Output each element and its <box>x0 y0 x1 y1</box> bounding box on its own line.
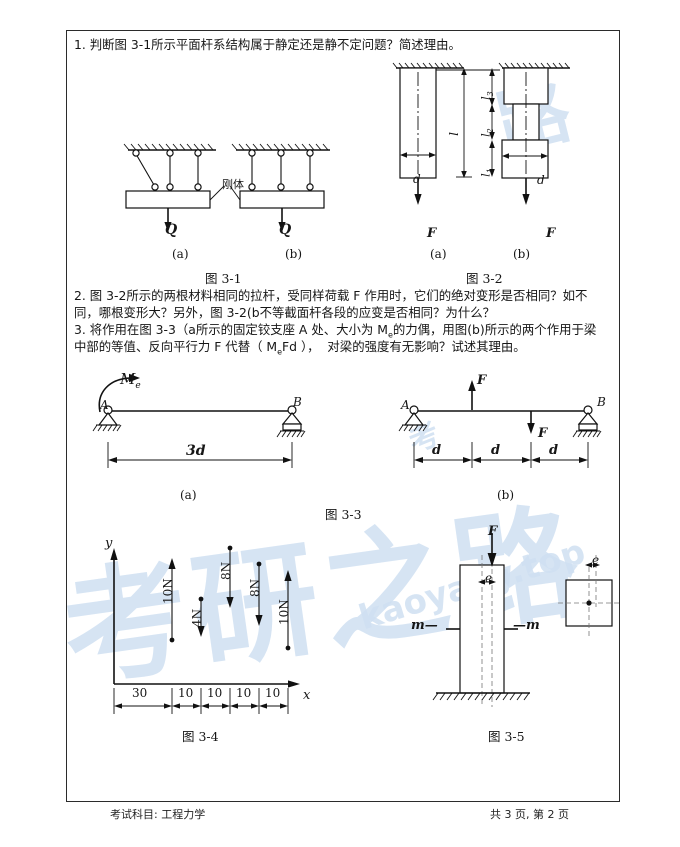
figure-3-5-section-eccentricity-label: e <box>592 553 600 567</box>
figure-3-4-x-axis-label: x <box>303 688 311 703</box>
figure-3-2-length-label: l <box>446 132 461 136</box>
question-2-line-1: 2. 图 3-2所示的两根材料相同的拉杆，受同样荷载 F 作用时，它们的绝对变形… <box>74 288 588 303</box>
figure-3-4-y-axis-label: y <box>105 536 113 551</box>
figure-3-4-dim-1-label: 30 <box>132 686 148 700</box>
figure-3-3-sub-b: (b) <box>497 488 515 502</box>
figure-3-2a-force-label: F <box>427 226 437 241</box>
figure-3-1 <box>123 143 330 232</box>
figure-3-2b-diameter-label: d <box>537 173 545 187</box>
figure-3-4-dim-2-label: 10 <box>178 686 194 700</box>
figure-3-2a-diameter-label: d <box>413 172 421 186</box>
figure-3-2b-force-label: F <box>546 226 556 241</box>
figure-3-3a-moment-label: Me <box>120 370 141 391</box>
figure-3-5-force-label: F <box>488 524 498 539</box>
figure-3-4-force-1-label: 10N <box>161 578 175 604</box>
figure-3-2-sub-b: (b) <box>513 247 531 261</box>
figure-3-1-rigid-body-label: 刚体 <box>222 178 244 191</box>
question-3-line-2-text: 中部的等值、反向平行力 F 代替（ M <box>74 339 278 354</box>
figure-3-3a <box>92 373 306 468</box>
footer-subject: 考试科目: 工程力学 <box>110 808 206 821</box>
figure-3-2-caption: 图 3-2 <box>466 271 503 286</box>
figure-3-5-caption: 图 3-5 <box>488 729 525 744</box>
figure-3-2-segment-1-label: l1 <box>479 168 495 177</box>
question-3-subscript-1: e <box>387 330 393 340</box>
figure-3-5-section-right-label: —m <box>513 618 540 633</box>
figure-3-5-section-left-text: m <box>411 618 425 633</box>
figure-3-4-force-3-label: 8N <box>219 561 233 580</box>
figure-3-3b-force-down-label: F <box>538 426 548 441</box>
question-2-line-2: 同，哪根变形大？另外，图 3-2(b不等截面杆各段的应变是否相同？为什么？ <box>74 305 495 320</box>
figure-3-4-dim-4-label: 10 <box>236 686 252 700</box>
figure-3-2 <box>392 62 570 205</box>
figure-3-1-caption: 图 3-1 <box>205 271 242 286</box>
figure-3-3b-dim-3-label: d <box>549 443 559 458</box>
figure-3-3a-span-label: 3d <box>186 443 206 459</box>
figure-3-3-sub-a: (a) <box>180 488 197 502</box>
figure-3-3b-dim-1-label: d <box>432 443 442 458</box>
question-3-line-1-cont: 的力偶，用图(b)所示的两个作用于梁 <box>392 322 597 337</box>
figure-3-3b-support-b-label: B <box>597 395 606 409</box>
figure-3-5-section-left-label: m— <box>411 618 438 633</box>
figure-3-1a-load-label: Q <box>165 222 178 238</box>
figure-3-2-sub-a: (a) <box>430 247 447 261</box>
question-3-line-2-cont: Fd ）， 对梁的强度有无影响？试述其理由。 <box>282 339 526 354</box>
figure-3-5 <box>432 533 620 707</box>
content-frame <box>66 30 620 802</box>
figure-3-4-force-5-label: 10N <box>277 599 291 625</box>
question-3-line-1-text: 3. 将作用在图 3-3（a所示的固定铰支座 A 处、大小为 M <box>74 322 388 337</box>
figure-3-1b-load-label: Q <box>279 222 292 238</box>
figure-3-4-dim-5-label: 10 <box>265 686 281 700</box>
question-3-subscript-2: e <box>277 347 283 357</box>
figure-3-4-caption: 图 3-4 <box>182 729 219 744</box>
figure-3-3a-support-a-label: A <box>100 398 109 412</box>
figure-3-4-force-2-label: 4N <box>190 608 204 627</box>
figure-3-3b <box>398 380 602 468</box>
question-3-line-1: 3. 将作用在图 3-3（a所示的固定铰支座 A 处、大小为 Me的力偶，用图(… <box>74 322 596 343</box>
figure-3-3-caption: 图 3-3 <box>325 507 362 522</box>
figure-3-3a-support-b-label: B <box>293 395 302 409</box>
figure-3-3b-dim-2-label: d <box>491 443 501 458</box>
footer-pages: 共 3 页, 第 2 页 <box>490 808 569 821</box>
figure-3-3b-support-a-label: A <box>401 398 410 412</box>
question-3-line-2: 中部的等值、反向平行力 F 代替（ MeFd ）， 对梁的强度有无影响？试述其理… <box>74 339 526 360</box>
figure-3-2-segment-3-label: l3 <box>479 91 495 100</box>
figure-3-4 <box>110 545 300 714</box>
figure-3-4-dim-3-label: 10 <box>207 686 223 700</box>
question-1-line-1: 1. 判断图 3-1所示平面杆系结构属于静定还是静不定问题？简述理由。 <box>74 37 461 52</box>
figure-3-5-section-right-text: m <box>526 618 540 633</box>
figure-3-3b-force-up-label: F <box>477 373 487 388</box>
figure-3-4-force-4-label: 8N <box>248 578 262 597</box>
figure-3-1-sub-b: (b) <box>285 247 303 261</box>
figure-3-1-sub-a: (a) <box>172 247 189 261</box>
figure-3-5-eccentricity-label: e <box>485 571 493 585</box>
figure-3-2-segment-2-label: l2 <box>479 128 495 137</box>
